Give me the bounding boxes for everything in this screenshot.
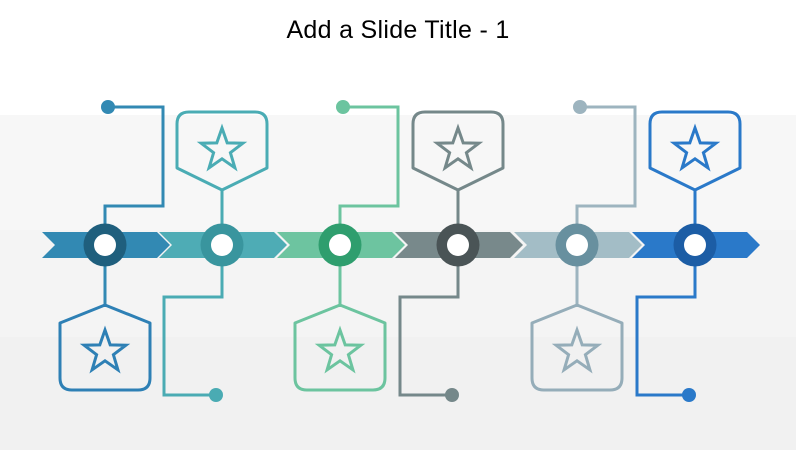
bottom-elbow-connector <box>162 261 224 397</box>
star-icon <box>551 325 603 374</box>
milestone-center <box>684 234 706 256</box>
star-icon <box>79 325 131 374</box>
star-icon <box>432 123 484 172</box>
timeline-segment-2 <box>159 110 287 402</box>
star-icon <box>314 325 366 374</box>
top-elbow-connector <box>103 105 165 230</box>
endpoint-dot <box>336 100 350 114</box>
milestone-center <box>447 234 469 256</box>
timeline-segment-1 <box>42 100 170 392</box>
bottom-elbow-connector <box>635 261 697 397</box>
milestone-center <box>566 234 588 256</box>
star-badge <box>293 303 387 392</box>
star-badge <box>530 303 624 392</box>
star-badge <box>648 110 742 192</box>
timeline-segment-5 <box>514 100 642 392</box>
top-elbow-connector <box>338 105 400 230</box>
timeline-segment-6 <box>632 110 760 402</box>
timeline-segment-4 <box>395 110 523 402</box>
milestone-center <box>94 234 116 256</box>
star-badge <box>58 303 152 392</box>
endpoint-dot <box>573 100 587 114</box>
endpoint-dot <box>445 388 459 402</box>
slide-title: Add a Slide Title - 1 <box>286 16 510 44</box>
milestone-center <box>211 234 233 256</box>
star-badge <box>175 110 269 192</box>
star-icon <box>669 123 721 172</box>
star-badge <box>411 110 505 192</box>
bottom-elbow-connector <box>398 261 460 397</box>
timeline-segment-3 <box>277 100 405 392</box>
endpoint-dot <box>682 388 696 402</box>
top-elbow-connector <box>575 105 637 230</box>
endpoint-dot <box>101 100 115 114</box>
endpoint-dot <box>209 388 223 402</box>
milestone-center <box>329 234 351 256</box>
star-icon <box>196 123 248 172</box>
